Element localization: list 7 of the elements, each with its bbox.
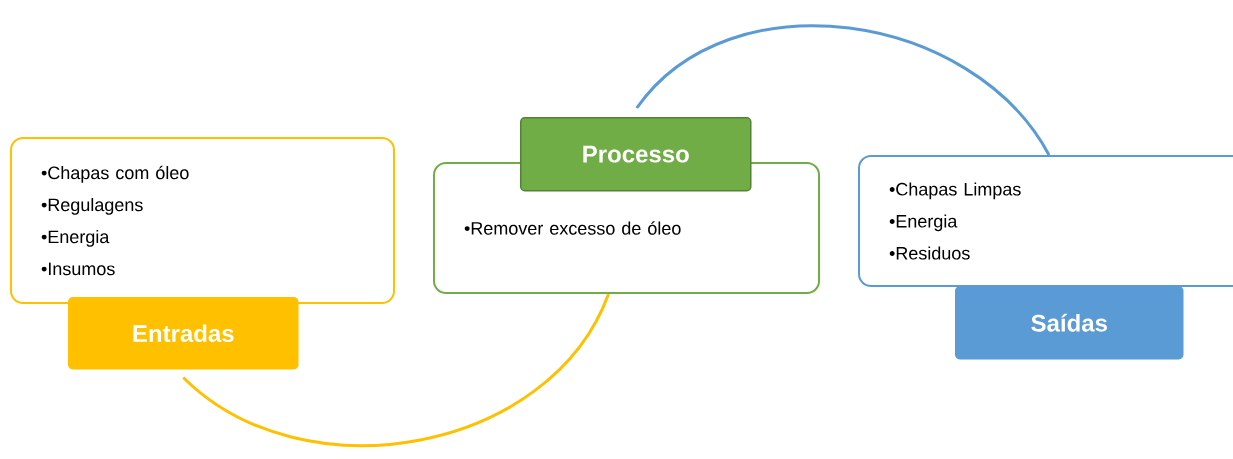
arc-connector (182, 293, 610, 447)
heading-tab: Saídas (955, 286, 1184, 360)
list-box: •Chapas com óleo •Regulagens •Energia •Insumos (10, 137, 395, 304)
heading-tab: Entradas (68, 297, 299, 370)
list-box: •Chapas Limpas •Energia •Residuos (858, 155, 1233, 287)
arc-connector (635, 24, 1051, 156)
heading-tab: Processo (520, 117, 752, 192)
